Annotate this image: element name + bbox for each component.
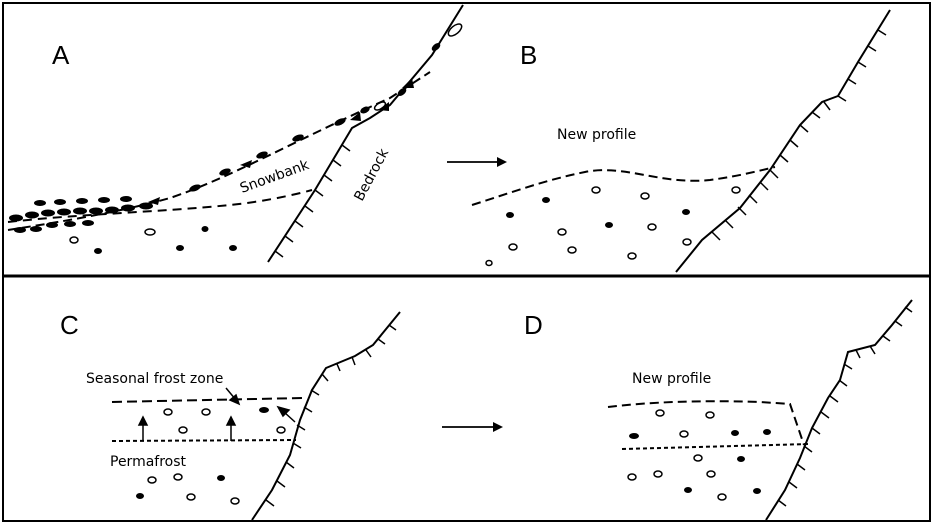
panel-b-new-profile-label: New profile xyxy=(557,127,636,143)
panel-a-debris-clasts xyxy=(9,43,441,233)
panel-a-hollow-clasts xyxy=(69,23,463,244)
panel-c-permafrost-label: Permafrost xyxy=(110,454,187,470)
panel-c-clasts xyxy=(136,407,286,505)
panel-c-bedrock-line xyxy=(251,311,401,521)
panel-b-letter: B xyxy=(520,40,537,70)
panel-a-bedrock-hatches xyxy=(274,144,351,258)
panel-c-letter: C xyxy=(60,310,79,340)
panel-b-clasts xyxy=(485,186,741,267)
panel-c-seasonal-frost-zone-label: Seasonal frost zone xyxy=(86,371,223,387)
panel-a-buried-clasts xyxy=(94,226,237,254)
panel-b-bedrock-hatches xyxy=(711,29,887,241)
panel-a-snowbank-surface xyxy=(7,71,431,231)
figure-frame xyxy=(2,2,931,522)
panel-d-bedrock-line xyxy=(765,299,913,521)
panel-c-permafrost-table xyxy=(111,439,297,442)
panel-c-to-d-arrow xyxy=(442,422,503,432)
panel-d-new-profile-line xyxy=(607,400,805,446)
panel-a-letter: A xyxy=(52,40,70,70)
panel-a-ground-surface xyxy=(7,189,313,223)
panel-b-new-profile-line xyxy=(471,166,776,206)
panel-d-bedrock-hatches xyxy=(777,306,913,507)
panel-b: B New profil xyxy=(471,9,891,273)
panel-d-clasts xyxy=(627,409,771,501)
panel-d: D New profile xyxy=(524,299,913,521)
panel-c-bedrock-hatches xyxy=(265,324,397,507)
panel-b-bedrock-line xyxy=(675,9,891,273)
panel-c: C xyxy=(60,310,401,521)
panel-d-permafrost-table xyxy=(621,443,811,450)
panel-a-movement-arrows xyxy=(148,78,414,205)
panel-a-to-b-arrow xyxy=(447,157,507,167)
panel-a-bedrock-label: Bedrock xyxy=(351,145,392,204)
panel-a: A xyxy=(7,4,464,263)
panel-d-letter: D xyxy=(524,310,543,340)
panel-d-new-profile-label: New profile xyxy=(632,371,711,387)
panel-c-frost-arrows xyxy=(137,387,296,441)
panel-c-frost-zone-top xyxy=(111,397,303,403)
